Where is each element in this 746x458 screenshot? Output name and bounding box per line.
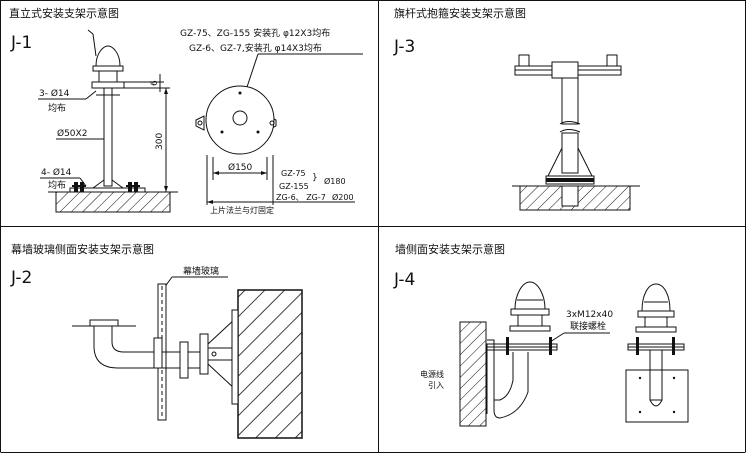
panel-j3: 旗杆式抱箍安装支架示意图 J-3 (393, 6, 640, 211)
j4-cable1: 电源线 (420, 369, 444, 379)
j1-dim-150: Ø150 (228, 162, 253, 173)
lamp-left-j4 (509, 281, 551, 332)
j1-gz75: GZ-75 (281, 169, 306, 178)
j3-title: 旗杆式抱箍安装支架示意图 (394, 6, 526, 20)
j1-d-upper: 3- Ø14 (39, 88, 70, 99)
j1-d-upper-sub: 均布 (48, 102, 66, 114)
j4-label: J-4 (393, 270, 415, 290)
j1-hole-line2: GZ-6、GZ-7,安装孔 φ14X3均布 (189, 42, 322, 54)
j2-label: J-2 (10, 268, 32, 288)
base-j1 (69, 179, 146, 193)
wall-j4 (459, 321, 487, 427)
j1-dim-200: Ø200 (332, 192, 354, 202)
pole-j1 (103, 87, 113, 187)
plate-top-view-j1 (195, 85, 277, 155)
pole-j3 (559, 77, 581, 174)
panel-j4: 墙侧面安装支架示意图 J-4 电源线 引入 3xM12x40 联接螺栓 (393, 242, 689, 427)
ground-j1 (55, 191, 171, 213)
j1-pipe: Ø50X2 (57, 128, 87, 139)
j1-hole-line1: GZ-75、ZG-155 安装孔 φ12X3均布 (180, 27, 330, 39)
j1-label: J-1 (10, 33, 32, 53)
j1-zg-line: ZG-6、 ZG-7 (276, 193, 326, 202)
lamp-j1 (87, 29, 125, 89)
j1-dim-6: 6 (150, 80, 160, 86)
j1-flange: 上片法兰与灯固定 (210, 205, 274, 215)
clamp-j3 (551, 61, 579, 79)
lamp-stub-right (606, 54, 618, 68)
j1-title: 直立式安装支架示意图 (9, 6, 119, 20)
j4-bolt1: 3xM12x40 (566, 310, 613, 320)
j1-dim-300: 300 (155, 133, 165, 150)
j1-d-lower-sub: 均布 (48, 179, 66, 191)
j2-glass-label: 幕墙玻璃 (183, 265, 219, 277)
j4-cable2: 引入 (428, 381, 444, 390)
brace-icon: } (312, 173, 318, 183)
lamp-plate-j2 (89, 319, 119, 327)
panel-j1: 直立式安装支架示意图 J-1 3- Ø14 均布 Ø50X2 4- Ø14 均布 (9, 6, 363, 215)
j1-dim-180: Ø180 (324, 176, 346, 186)
lamp-stub-left (518, 54, 530, 68)
j1-d-lower: 4- Ø14 (41, 167, 72, 178)
j4-title: 墙侧面安装支架示意图 (395, 242, 505, 256)
j2-title: 幕墙玻璃侧面安装支架示意图 (11, 242, 154, 256)
j3-label: J-3 (393, 37, 415, 57)
j4-bolt2: 联接螺栓 (570, 320, 606, 332)
wall-j2 (237, 289, 303, 439)
j1-gz155: GZ-155 (279, 182, 309, 191)
panel-j2: 幕墙玻璃侧面安装支架示意图 J-2 幕墙玻璃 (10, 242, 303, 439)
